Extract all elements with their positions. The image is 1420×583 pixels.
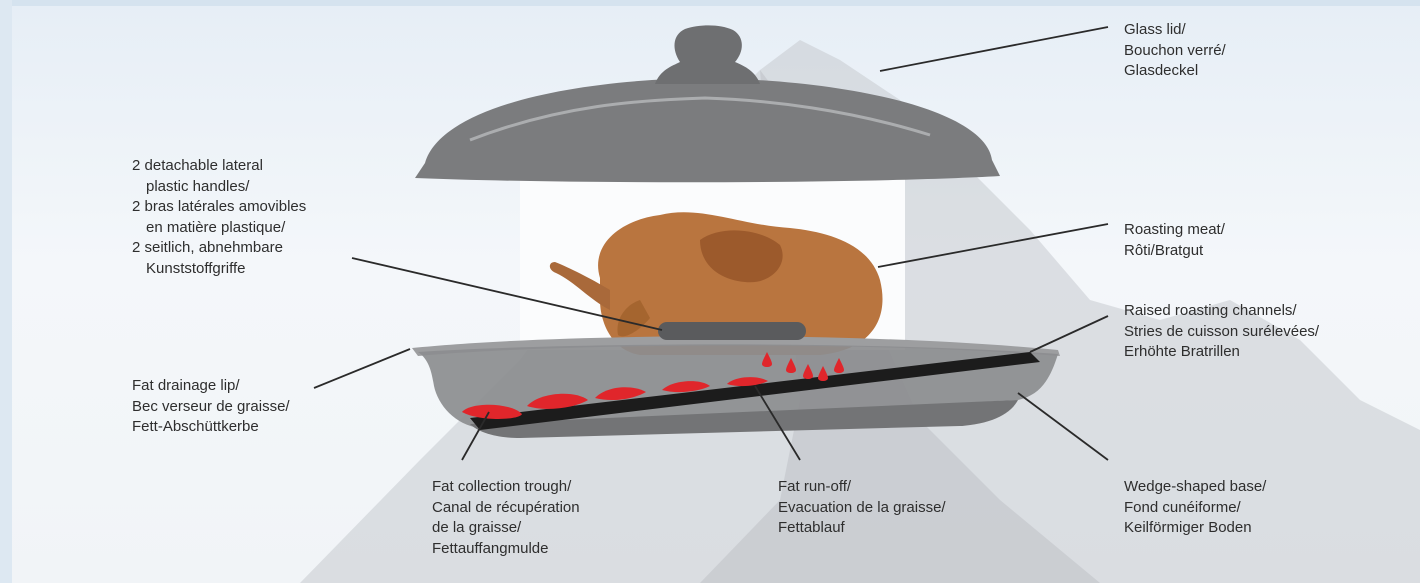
label-line: Kunststoffgriffe <box>132 259 306 280</box>
lid-knob <box>655 25 760 84</box>
label-line: Raised roasting channels/ <box>1124 301 1319 322</box>
label-line: Bec verseur de graisse/ <box>132 397 290 418</box>
label-line: en matière plastique/ <box>132 218 306 239</box>
glass-lid <box>415 25 1000 182</box>
label-line: Fat drainage lip/ <box>132 376 290 397</box>
label-line: Glasdeckel <box>1124 61 1226 82</box>
label-line: Fettauffangmulde <box>432 539 580 560</box>
label-collection-trough: Fat collection trough/ Canal de récupéra… <box>432 477 580 559</box>
label-run-off: Fat run-off/ Evacuation de la graisse/ F… <box>778 477 946 539</box>
label-line: Erhöhte Bratrillen <box>1124 342 1319 363</box>
label-glass-lid: Glass lid/ Bouchon verré/ Glasdeckel <box>1124 20 1226 82</box>
label-drainage-lip: Fat drainage lip/ Bec verseur de graisse… <box>132 376 290 438</box>
label-line: Fat collection trough/ <box>432 477 580 498</box>
label-line: Rôti/Bratgut <box>1124 241 1225 262</box>
label-channels: Raised roasting channels/ Stries de cuis… <box>1124 301 1319 363</box>
leader-drainage-lip <box>314 349 410 388</box>
label-line: Fat run-off/ <box>778 477 946 498</box>
label-line: Stries de cuisson surélevées/ <box>1124 322 1319 343</box>
label-line: Fettablauf <box>778 518 946 539</box>
label-line: Glass lid/ <box>1124 20 1226 41</box>
label-line: Evacuation de la graisse/ <box>778 498 946 519</box>
label-line: 2 seitlich, abnehmbare <box>132 238 306 259</box>
label-line: Bouchon verré/ <box>1124 41 1226 62</box>
label-line: de la graisse/ <box>432 518 580 539</box>
label-line: Fond cunéiforme/ <box>1124 498 1266 519</box>
label-line: Fett-Abschüttkerbe <box>132 417 290 438</box>
pan-handle <box>658 322 806 340</box>
label-line: 2 bras latérales amovibles <box>132 197 306 218</box>
label-line: Wedge-shaped base/ <box>1124 477 1266 498</box>
label-line: Roasting meat/ <box>1124 220 1225 241</box>
label-line: Canal de récupération <box>432 498 580 519</box>
label-wedge-base: Wedge-shaped base/ Fond cunéiforme/ Keil… <box>1124 477 1266 539</box>
leader-glass-lid <box>880 27 1108 71</box>
label-roasting-meat: Roasting meat/ Rôti/Bratgut <box>1124 220 1225 261</box>
label-line: Keilförmiger Boden <box>1124 518 1266 539</box>
label-line: 2 detachable lateral <box>132 156 306 177</box>
label-handles: 2 detachable lateral plastic handles/ 2 … <box>132 156 306 279</box>
label-line: plastic handles/ <box>132 177 306 198</box>
